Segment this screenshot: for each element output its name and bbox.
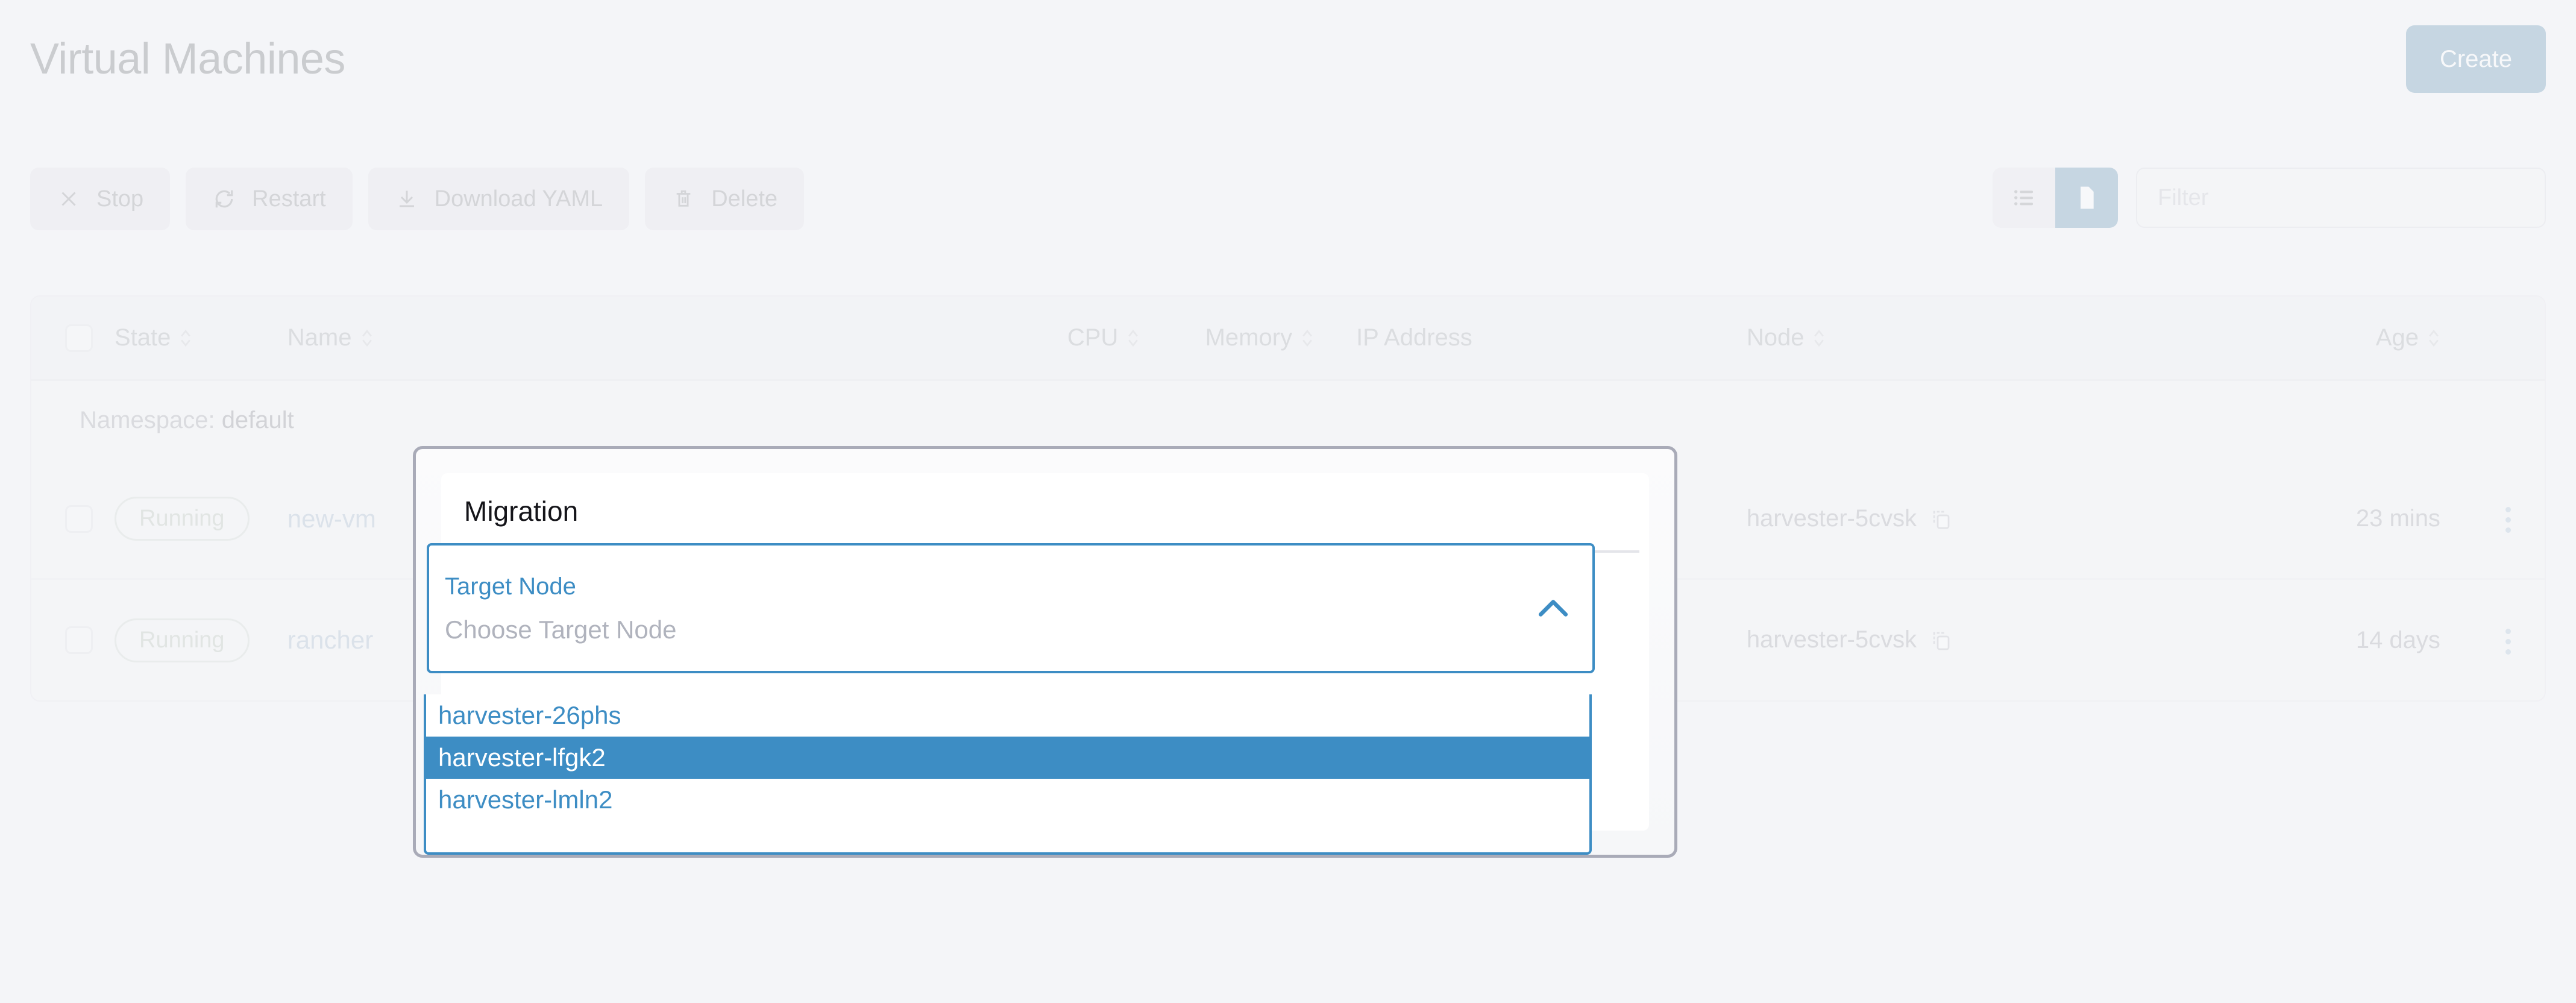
- stop-label: Stop: [96, 186, 144, 212]
- status-badge: Running: [115, 497, 250, 541]
- table-header-row: State Name CPU: [31, 297, 2545, 381]
- create-button[interactable]: Create: [2405, 25, 2546, 93]
- target-node-select[interactable]: Target Node Choose Target Node: [427, 543, 1595, 673]
- status-badge: Running: [115, 618, 250, 662]
- sort-icon: [1301, 328, 1314, 348]
- delete-button[interactable]: Delete: [645, 168, 805, 230]
- sort-icon: [360, 328, 374, 348]
- column-header-state[interactable]: State: [115, 324, 192, 351]
- dropdown-option[interactable]: harvester-lmln2: [438, 785, 613, 814]
- node-value: harvester-5cvsk: [1746, 505, 1917, 532]
- target-node-placeholder: Choose Target Node: [445, 615, 677, 644]
- action-toolbar: Stop Restart Download: [30, 168, 2546, 245]
- filter-input[interactable]: [2136, 168, 2546, 228]
- column-header-cpu[interactable]: CPU: [1067, 324, 1140, 351]
- group-view-icon[interactable]: [2055, 168, 2118, 228]
- row-checkbox[interactable]: [65, 626, 93, 654]
- bulk-action-buttons: Stop Restart Download: [30, 168, 805, 230]
- dropdown-option[interactable]: harvester-lfgk2: [426, 737, 1589, 779]
- column-header-name[interactable]: Name: [287, 324, 374, 351]
- column-header-node[interactable]: Node: [1747, 324, 1826, 351]
- list-view-icon[interactable]: [1993, 168, 2055, 228]
- vm-name-link[interactable]: rancher: [287, 626, 374, 654]
- stop-button[interactable]: Stop: [30, 168, 171, 230]
- copy-icon[interactable]: [1930, 629, 1952, 654]
- modal-title: Migration: [464, 495, 579, 527]
- select-all-checkbox[interactable]: [65, 324, 93, 352]
- restart-button[interactable]: Restart: [186, 168, 353, 230]
- target-node-label: Target Node: [445, 573, 576, 600]
- delete-label: Delete: [711, 186, 778, 212]
- row-actions-menu-icon[interactable]: [2505, 628, 2511, 655]
- vm-name-link[interactable]: new-vm: [287, 504, 376, 533]
- sort-icon: [1812, 328, 1826, 348]
- chevron-up-icon[interactable]: [1537, 598, 1569, 618]
- row-checkbox[interactable]: [65, 505, 93, 533]
- trash-icon: [671, 187, 696, 211]
- view-controls: [1993, 168, 2546, 228]
- download-yaml-label: Download YAML: [434, 186, 603, 212]
- column-header-ip-address: IP Address: [1356, 324, 1472, 351]
- age-value: 23 mins: [2355, 505, 2440, 532]
- sort-icon: [1126, 328, 1140, 348]
- column-header-age[interactable]: Age: [2376, 324, 2440, 351]
- table-row[interactable]: Running rancher harvester-5cvsk 14 days: [31, 580, 2545, 700]
- namespace-group-label: Namespace: default: [80, 406, 294, 433]
- target-node-dropdown[interactable]: harvester-26phs harvester-lfgk2 harveste…: [424, 694, 1592, 855]
- column-header-memory[interactable]: Memory: [1205, 324, 1314, 351]
- refresh-icon: [212, 187, 236, 211]
- copy-icon[interactable]: [1930, 508, 1952, 533]
- download-yaml-button[interactable]: Download YAML: [368, 168, 630, 230]
- download-icon: [395, 187, 419, 211]
- row-actions-menu-icon[interactable]: [2505, 507, 2511, 533]
- dropdown-option[interactable]: harvester-26phs: [438, 701, 621, 729]
- sort-icon: [2427, 328, 2440, 348]
- group-header-row: Namespace: default: [31, 381, 2545, 459]
- close-icon: [57, 187, 81, 211]
- restart-label: Restart: [252, 186, 326, 212]
- age-value: 14 days: [2355, 626, 2440, 653]
- view-toggle-group: [1993, 168, 2118, 228]
- page-header: Virtual Machines Create: [30, 23, 2546, 95]
- node-value: harvester-5cvsk: [1746, 626, 1917, 653]
- sort-icon: [179, 328, 192, 348]
- page-title: Virtual Machines: [30, 35, 345, 83]
